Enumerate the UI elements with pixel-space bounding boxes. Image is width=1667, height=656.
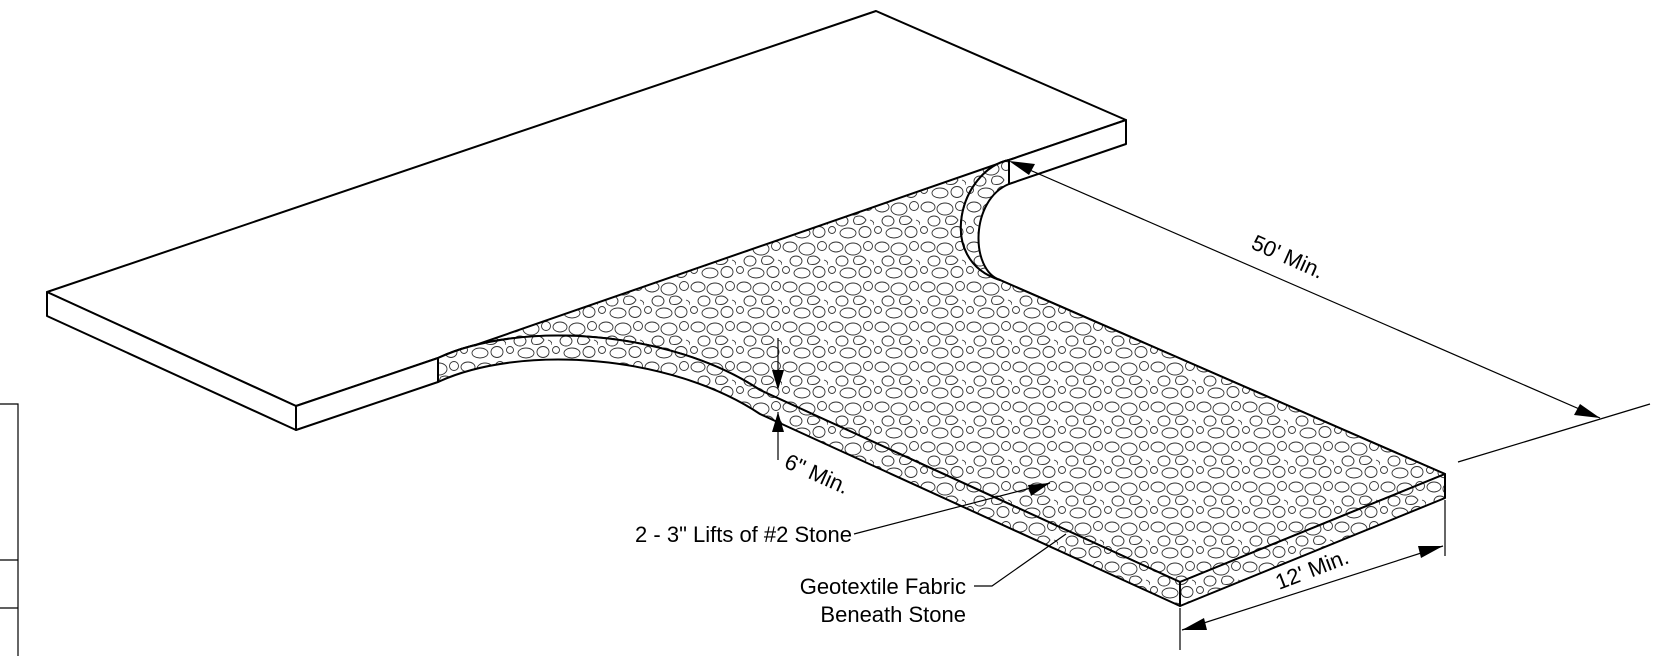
leader-lines xyxy=(853,482,1067,587)
depth-label: 6" Min. xyxy=(781,449,853,499)
stone-label: 2 - 3" Lifts of #2 Stone xyxy=(635,522,852,547)
length-arrowhead-end xyxy=(1574,404,1600,418)
length-arrowhead-start xyxy=(1009,161,1035,175)
stone-leader-arrowhead xyxy=(1028,483,1050,496)
width-dimension xyxy=(1179,500,1446,650)
stone-pad xyxy=(437,159,1446,607)
stone-leader xyxy=(853,482,1051,535)
length-dimension xyxy=(1009,161,1651,463)
depth-arrowhead-bottom xyxy=(772,412,784,432)
fabric-leader xyxy=(974,533,1067,587)
stone-pad-end-edge xyxy=(1179,473,1446,607)
depth-dimension xyxy=(772,338,784,460)
fabric-label-line1: Geotextile Fabric xyxy=(800,574,966,599)
width-arrowhead-right xyxy=(1418,546,1443,558)
width-arrowhead-left xyxy=(1182,618,1207,630)
title-block-fragment xyxy=(0,403,19,656)
stone-pad-curve-edge xyxy=(959,159,1010,281)
fabric-label-line2: Beneath Stone xyxy=(820,602,966,627)
length-label: 50' Min. xyxy=(1248,230,1328,284)
depth-arrowhead-top xyxy=(772,370,784,390)
